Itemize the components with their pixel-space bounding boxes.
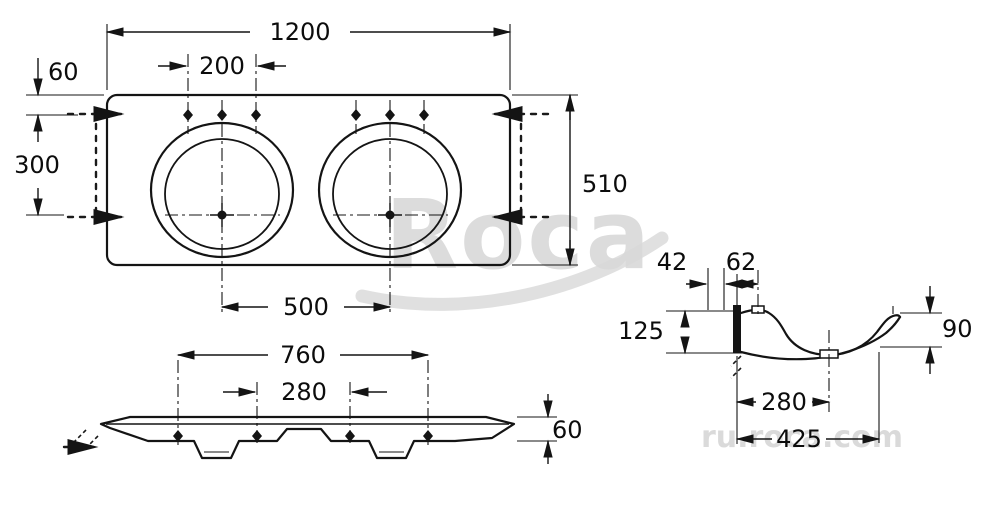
wall-hatch-front	[62, 429, 99, 456]
dim-42: 42	[657, 248, 746, 310]
tap-hole-icon	[217, 109, 227, 121]
dim-label-425: 425	[776, 425, 822, 453]
right-drain-symbol	[378, 203, 402, 227]
dim-label-60-top: 60	[48, 58, 79, 86]
basin-section-bottom	[739, 315, 902, 361]
dim-rim-height: 90	[880, 286, 973, 374]
dim-label-500: 500	[283, 293, 329, 321]
brand-swoosh	[355, 231, 669, 311]
dim-label-1200: 1200	[269, 18, 330, 46]
fixing-holes	[173, 430, 433, 442]
dim-label-90: 90	[942, 315, 973, 343]
basin-outline-front	[99, 415, 516, 460]
dim-label-200: 200	[199, 52, 245, 80]
dim-62: 62	[726, 248, 760, 289]
dim-edge-to-taps: 60	[26, 58, 104, 116]
dim-taps-to-drain: 300	[14, 113, 64, 217]
tap-hole-icon	[351, 109, 361, 121]
tap-holes	[183, 100, 429, 134]
side-view: 42 62 125 90 280	[618, 248, 972, 453]
dim-overall-depth: 510	[512, 93, 628, 267]
dim-label-760: 760	[280, 341, 326, 369]
watermark: Roca ru.roca.com	[355, 181, 903, 455]
dim-label-125: 125	[618, 317, 664, 345]
dim-wall-to-drain: 280	[735, 388, 831, 416]
dim-label-300: 300	[14, 151, 60, 179]
dim-label-510: 510	[582, 170, 628, 198]
wall-hatch-side	[730, 355, 742, 379]
dim-label-280-side: 280	[761, 388, 807, 416]
dim-front-height: 125	[618, 309, 742, 355]
top-view: 1200 200 60 300	[14, 18, 628, 321]
dim-outer-fixings: 760	[176, 341, 430, 446]
side-accessory-marks	[66, 105, 550, 226]
dim-bowl-centres: 500	[220, 293, 392, 321]
dim-label-280-front: 280	[281, 378, 327, 406]
wall-section	[733, 305, 741, 353]
dim-apron-height: 60	[517, 394, 583, 464]
tap-hole-icon	[385, 109, 395, 121]
dim-overall-width: 1200	[105, 18, 512, 90]
dim-tap-spacing: 200	[158, 52, 286, 134]
dim-label-62: 62	[726, 248, 757, 276]
dim-inner-fixings: 280	[223, 378, 387, 446]
dim-label-42: 42	[657, 248, 688, 276]
basin-section-top	[739, 308, 902, 357]
dim-projection: 425	[735, 352, 881, 453]
left-drain-symbol	[210, 203, 234, 227]
front-view: 760 280 60	[62, 341, 583, 464]
basin-outline-top	[105, 93, 512, 267]
tap-hole-icon	[419, 109, 429, 121]
dim-label-60-front: 60	[552, 416, 583, 444]
